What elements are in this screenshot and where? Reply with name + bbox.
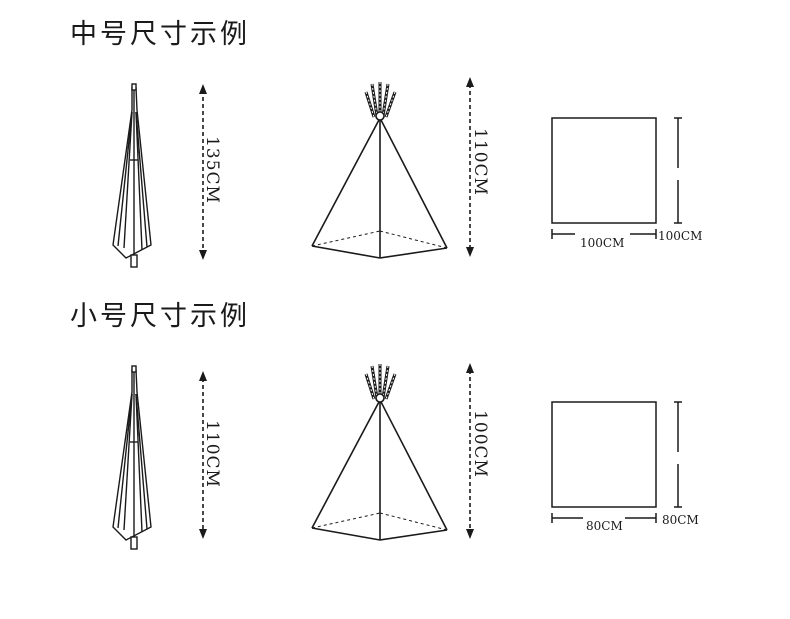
tent-height-arrow bbox=[466, 363, 474, 539]
teepee-tent-icon bbox=[311, 82, 448, 259]
medium-size-section: 中号尺寸示例 bbox=[0, 0, 790, 300]
tent-height-arrow bbox=[466, 77, 474, 257]
small-size-section: 小号尺寸示例 bbox=[0, 282, 790, 582]
folded-tent-icon bbox=[112, 83, 152, 268]
umbrella-height-label: 110CM bbox=[201, 420, 222, 488]
base-square-icon bbox=[551, 401, 682, 523]
medium-diagram bbox=[112, 77, 682, 268]
umbrella-height-label: 135CM bbox=[201, 136, 222, 204]
umbrella-height-arrow bbox=[199, 371, 207, 539]
medium-size-title: 中号尺寸示例 bbox=[70, 19, 250, 50]
tent-height-label: 100CM bbox=[469, 410, 490, 478]
folded-tent-icon bbox=[112, 365, 152, 550]
base-depth-label: 80CM bbox=[662, 513, 699, 527]
base-width-label: 100CM bbox=[580, 236, 625, 250]
small-diagram bbox=[112, 363, 682, 550]
small-size-title: 小号尺寸示例 bbox=[70, 301, 250, 332]
teepee-tent-icon bbox=[311, 364, 448, 541]
base-square-icon bbox=[551, 117, 682, 239]
umbrella-height-arrow bbox=[199, 84, 207, 260]
base-width-label: 80CM bbox=[586, 519, 623, 533]
tent-height-label: 110CM bbox=[469, 128, 490, 196]
base-depth-label: 100CM bbox=[658, 229, 703, 243]
